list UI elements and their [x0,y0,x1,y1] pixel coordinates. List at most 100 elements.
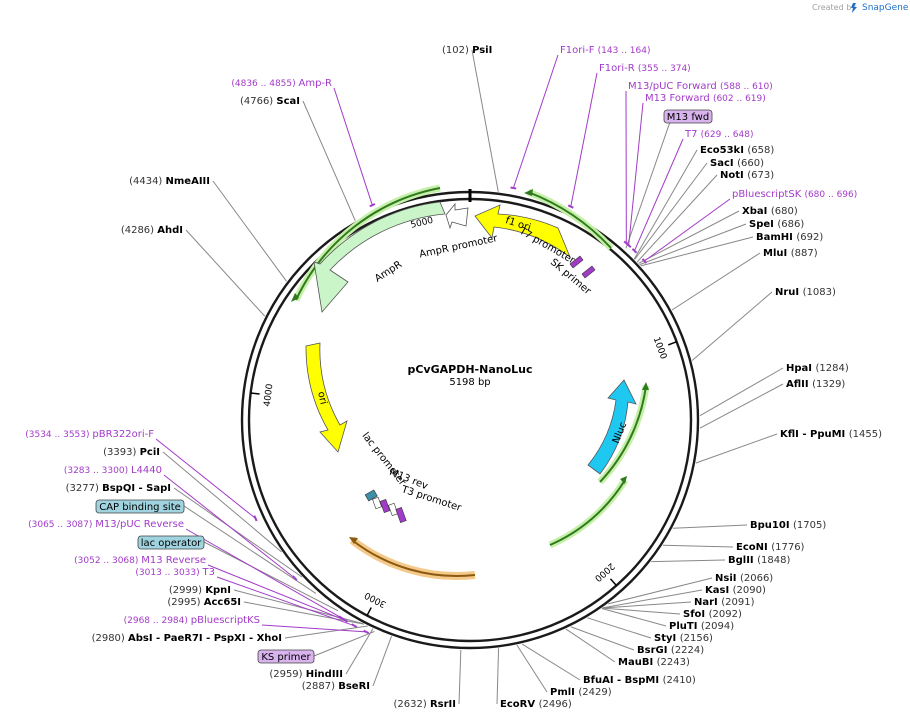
primer-label[interactable]: pBluescriptSK (680 .. 696) [732,189,857,200]
enzyme-leader [185,229,266,317]
primer-label[interactable]: F1ori-R (355 .. 374) [599,63,691,74]
feature-ori[interactable] [305,342,348,453]
enzyme-leader [284,625,368,639]
enzyme-name: SacI [710,158,737,169]
primer-label[interactable]: F1ori-F (143 .. 164) [560,45,651,56]
boxed-label-text[interactable]: M13 fwd [667,112,709,123]
enzyme-name: BamHI [756,232,796,243]
primer-label[interactable]: (3065 .. 3087) M13/pUC Reverse [28,519,184,530]
enzyme-label[interactable]: (3393) PciI [103,447,160,458]
enzyme-label[interactable]: SpeI (686) [749,219,804,230]
enzyme-label[interactable]: NarI (2091) [694,597,755,608]
enzyme-name: NotI [720,170,747,181]
primer-site-mark [510,186,517,190]
feature-lac-promoter-glyph[interactable] [372,496,382,510]
primer-label[interactable]: (2968 .. 2984) pBluescriptKS [124,615,260,626]
enzyme-label[interactable]: MluI (887) [763,248,818,259]
enzyme-label[interactable]: PluTI (2094) [669,621,734,632]
primer-leader-lines [155,54,731,635]
enzyme-name: BspQI - SapI [102,483,171,494]
enzyme-label[interactable]: EcoRV (2496) [500,699,572,710]
boxed-label-text[interactable]: KS primer [261,652,311,663]
enzyme-label[interactable]: Bpu10I (1705) [750,520,826,531]
enzyme-position: (692) [796,232,823,243]
enzyme-label[interactable]: (2959) HindIII [269,669,343,680]
enzyme-position: (887) [791,248,818,259]
enzyme-label[interactable]: SacI (660) [710,158,764,169]
enzyme-label[interactable]: (2980) AbsI - PaeR7I - PspXI - XhoI [92,633,282,644]
feature-ks-glyph[interactable] [395,507,407,523]
enzyme-name: NruI [775,287,803,298]
enzyme-position: (2243) [657,657,690,668]
enzyme-label[interactable]: KflI - PpuMI (1455) [780,429,882,440]
box-leader [625,121,671,249]
primer-label[interactable]: M13 Forward (602 .. 619) [645,93,766,104]
primer-label[interactable]: (3283 .. 3300) L4440 [64,465,162,476]
enzyme-name: HindIII [306,669,343,680]
enzyme-name: NarI [694,597,721,608]
enzyme-position: (2091) [721,597,754,608]
enzyme-leader [638,210,740,264]
enzyme-name: StyI [654,633,680,644]
primer-leader [634,138,684,251]
primer-name: pBluescriptKS [191,615,260,626]
enzyme-label[interactable]: NruI (1083) [775,287,836,298]
feature-cap-glyph[interactable] [364,489,378,502]
enzyme-label[interactable]: (4286) AhdI [121,225,183,236]
enzyme-name: SfoI [683,609,709,620]
feature-f1-ori[interactable] [474,204,571,259]
enzyme-label[interactable]: NotI (673) [720,170,774,181]
enzyme-label[interactable]: EcoNI (1776) [736,542,805,553]
feature-t7-glyph[interactable] [569,255,584,269]
enzyme-label[interactable]: MauBI (2243) [618,657,690,668]
enzyme-label[interactable]: BglII (1848) [728,555,790,566]
enzyme-label[interactable]: SfoI (2092) [683,609,742,620]
boxed-label-text[interactable]: lac operator [141,538,202,549]
feature-sk-glyph[interactable] [581,265,596,279]
enzyme-label[interactable]: (102) PsiI [442,45,492,56]
enzyme-label[interactable]: (2632) RsrII [394,699,456,710]
feature-ampr-promoter[interactable] [445,202,469,230]
enzyme-label[interactable]: BfuAI - BspMI (2410) [583,675,696,686]
feature-m13rev-glyph[interactable] [379,498,391,514]
boxed-label-bg [137,535,205,550]
primer-label[interactable]: (3534 .. 3553) pBR322ori-F [25,429,154,440]
feature-nluc[interactable] [587,379,637,475]
enzyme-label[interactable]: BsrGI (2224) [637,645,704,656]
enzyme-label[interactable]: (2999) KpnI [169,585,231,596]
enzyme-label[interactable]: BamHI (692) [756,232,823,243]
primer-position: (3065 .. 3087) [28,520,95,530]
enzyme-label[interactable]: (2995) Acc65I [167,597,241,608]
primer-name: M13 Reverse [141,555,206,566]
enzyme-position: (2090) [733,585,766,596]
primer-label[interactable]: M13/pUC Forward (588 .. 610) [628,81,773,92]
enzyme-leader [602,601,692,609]
enzyme-name: Acc65I [204,597,241,608]
enzyme-label[interactable]: (2887) BseRI [302,681,370,692]
boxed-label-text[interactable]: CAP binding site [99,502,181,513]
feature-t3-glyph[interactable] [388,502,399,517]
feature-ampr[interactable] [313,201,446,313]
enzyme-label[interactable]: StyI (2156) [654,633,713,644]
enzyme-label[interactable]: (3277) BspQI - SapI [66,483,171,494]
enzyme-label[interactable]: NsiI (2066) [715,573,773,584]
primer-position: (680 .. 696) [804,190,857,200]
enzyme-label[interactable]: XbaI (680) [742,206,798,217]
enzyme-name: RsrII [430,699,456,710]
primer-label[interactable]: (3013 .. 3033) T3 [135,567,215,578]
enzyme-label[interactable]: Eco53kI (658) [700,145,774,156]
primer-leader [333,87,373,206]
enzyme-label[interactable]: KasI (2090) [705,585,766,596]
enzyme-label[interactable]: AflII (1329) [786,379,845,390]
primer-label[interactable]: (3052 .. 3068) M13 Reverse [74,555,206,566]
enzyme-label[interactable]: (4434) NmeAIII [129,176,210,187]
enzyme-leader [345,628,374,675]
primer-label[interactable]: (4836 .. 4855) Amp-R [231,78,332,89]
enzyme-position: (2496) [539,699,572,710]
enzyme-label[interactable]: HpaI (1284) [786,363,849,374]
enzyme-label[interactable]: (4766) ScaI [240,96,300,107]
enzyme-leader [699,367,784,417]
enzyme-label[interactable]: PmlI (2429) [550,687,612,698]
primer-label[interactable]: T7 (629 .. 648) [684,129,753,140]
enzyme-position: (4434) [129,176,165,187]
